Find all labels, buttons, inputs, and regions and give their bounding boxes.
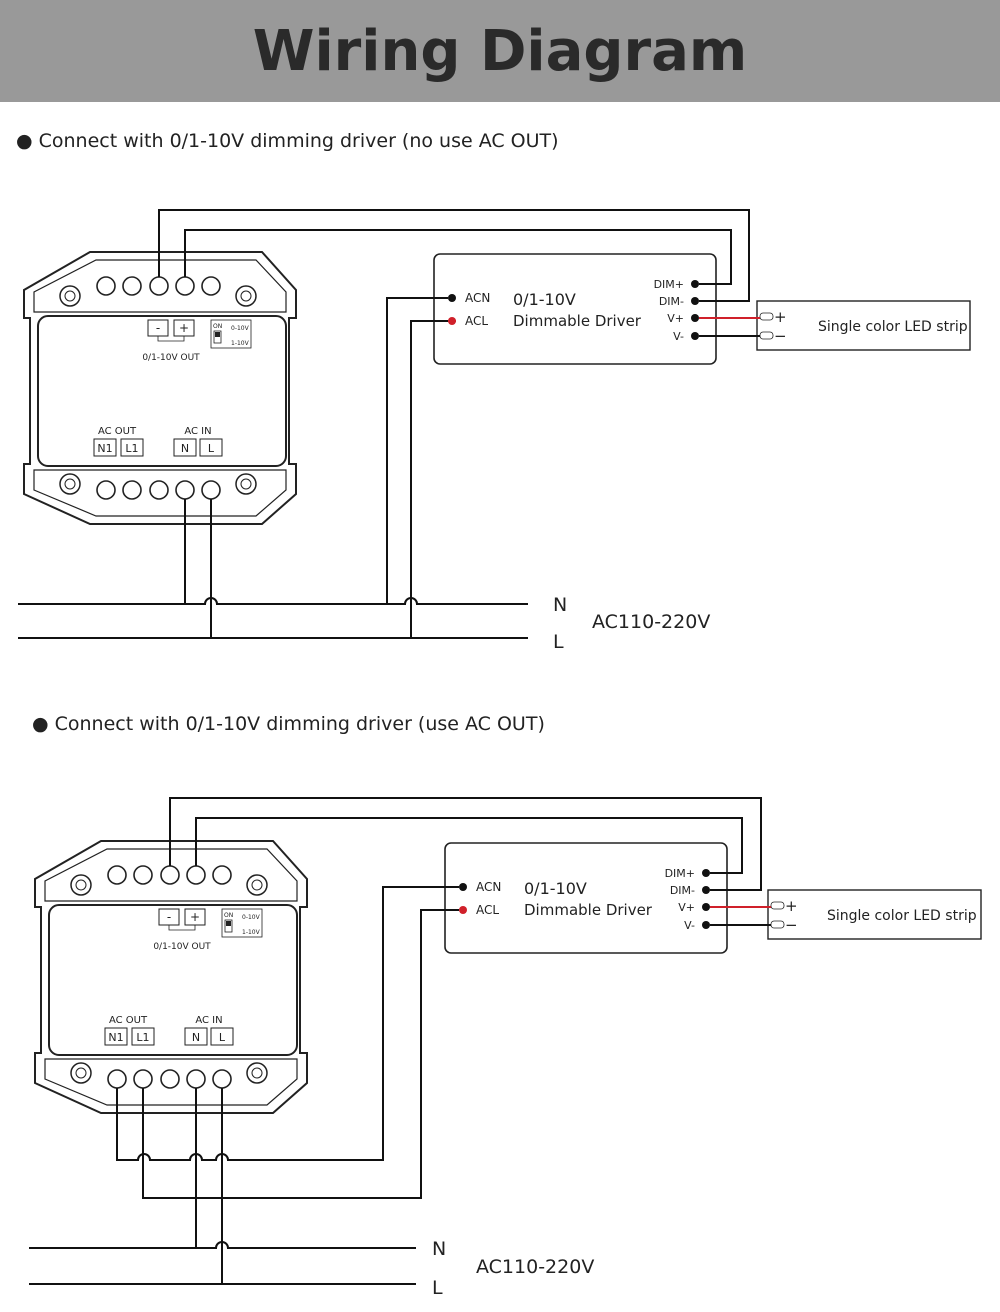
- driver-acl: ACL: [465, 314, 488, 328]
- driver-v-plus: V+: [678, 901, 695, 914]
- driver-dim-plus: DIM+: [654, 278, 684, 291]
- mount-hole: [246, 1062, 268, 1084]
- switch-0-10v-label: 0-10V: [242, 914, 261, 921]
- mount-hole: [235, 285, 257, 307]
- driver-acn: ACN: [476, 880, 501, 894]
- ac-out-label: AC OUT: [109, 1015, 148, 1026]
- out-plus-label: +: [190, 910, 200, 924]
- mount-hole: [235, 473, 257, 495]
- out-label: 0/1-10V OUT: [153, 942, 211, 952]
- ac-in-n: N: [181, 442, 189, 455]
- ac-in-label: AC IN: [195, 1015, 222, 1026]
- switch-on-label: ON: [213, 323, 222, 330]
- driver-acl: ACL: [476, 903, 499, 917]
- mains-n-label: N: [432, 1238, 446, 1260]
- driver-dim-minus: DIM-: [659, 295, 684, 308]
- section-1-caption: ● Connect with 0/1-10V dimming driver (n…: [16, 130, 559, 152]
- ac-out-n1: N1: [108, 1031, 123, 1044]
- ac-out-l1: L1: [136, 1031, 149, 1044]
- mount-hole: [246, 874, 268, 896]
- out-plus-label: +: [179, 321, 189, 335]
- ac-in-l: L: [219, 1031, 226, 1044]
- strip-plus: +: [785, 897, 798, 915]
- out-minus-label: -: [156, 321, 160, 335]
- mount-hole: [70, 874, 92, 896]
- driver-v-minus: V-: [673, 330, 684, 343]
- dip-switch: ON 0-10V 1-10V: [210, 319, 252, 349]
- wires: [29, 797, 771, 1285]
- driver-acn: ACN: [465, 291, 490, 305]
- ac-in-l: L: [208, 442, 215, 455]
- mains-voltage: AC110-220V: [476, 1256, 594, 1278]
- top-terminals: [107, 865, 232, 885]
- switch-1-10v-label: 1-10V: [231, 340, 250, 347]
- driver-title-1: 0/1-10V: [513, 290, 576, 309]
- header-banner: Wiring Diagram: [0, 0, 1000, 102]
- driver-title-1: 0/1-10V: [524, 879, 587, 898]
- mains-n-label: N: [553, 594, 567, 616]
- driver-dim-minus: DIM-: [670, 884, 695, 897]
- led-strip: + − Single color LED strip: [756, 300, 971, 351]
- ac-out-l1: L1: [125, 442, 138, 455]
- mains-voltage: AC110-220V: [592, 611, 710, 633]
- ac-out-label: AC OUT: [98, 426, 137, 437]
- ac-out-n1: N1: [97, 442, 112, 455]
- out-label: 0/1-10V OUT: [142, 353, 200, 363]
- bottom-terminals: [107, 1069, 232, 1089]
- ac-in-label: AC IN: [184, 426, 211, 437]
- ac-in-n: N: [192, 1031, 200, 1044]
- controller-module: - + 0/1-10V OUT ON 0-10V 1-10V AC OUT N1…: [23, 251, 297, 525]
- led-strip: + − Single color LED strip: [767, 889, 982, 940]
- mains-l-label: L: [432, 1277, 443, 1299]
- section-2-caption: ● Connect with 0/1-10V dimming driver (u…: [32, 713, 545, 735]
- strip-label: Single color LED strip: [827, 908, 977, 924]
- dimmable-driver: ACN ACL 0/1-10V Dimmable Driver DIM+ DIM…: [444, 842, 728, 954]
- wires: [18, 209, 760, 639]
- mains-l-label: L: [553, 631, 564, 653]
- wiring-diagram-1: - + 0/1-10V OUT ON 0-10V 1-10V AC OUT N1…: [18, 209, 971, 653]
- strip-minus: −: [774, 327, 787, 345]
- switch-0-10v-label: 0-10V: [231, 325, 250, 332]
- controller-module: - + 0/1-10V OUT ON 0-10V 1-10V AC OUT N1…: [34, 840, 308, 1114]
- top-terminals: [96, 276, 221, 296]
- strip-minus: −: [785, 916, 798, 934]
- dip-switch: ON 0-10V 1-10V: [221, 908, 263, 938]
- driver-dim-plus: DIM+: [665, 867, 695, 880]
- bottom-terminals: [96, 480, 221, 500]
- driver-v-minus: V-: [684, 919, 695, 932]
- driver-title-2: Dimmable Driver: [524, 901, 653, 919]
- switch-1-10v-label: 1-10V: [242, 929, 261, 936]
- dimmable-driver: ACN ACL 0/1-10V Dimmable Driver DIM+ DIM…: [433, 253, 717, 365]
- mount-hole: [59, 285, 81, 307]
- strip-label: Single color LED strip: [818, 319, 968, 335]
- out-minus-label: -: [167, 910, 171, 924]
- mount-hole: [59, 473, 81, 495]
- driver-title-2: Dimmable Driver: [513, 312, 642, 330]
- switch-on-label: ON: [224, 912, 233, 919]
- driver-v-plus: V+: [667, 312, 684, 325]
- mount-hole: [70, 1062, 92, 1084]
- strip-plus: +: [774, 308, 787, 326]
- page-title: Wiring Diagram: [252, 18, 748, 84]
